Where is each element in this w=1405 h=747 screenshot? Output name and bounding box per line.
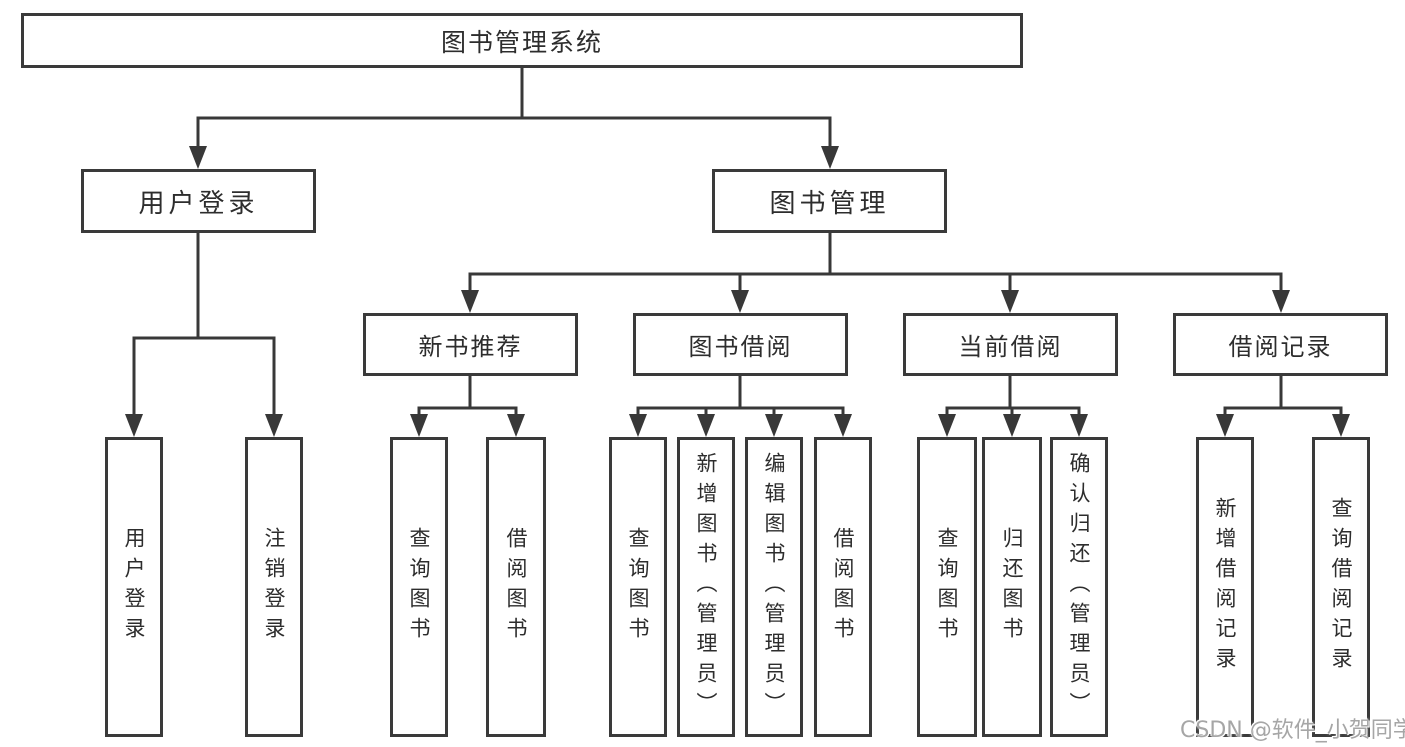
connector-root-to-level2 — [189, 68, 839, 169]
node-leaf-bb-edit-books-label: 编辑图书（管理员） — [762, 452, 786, 722]
node-leaf-nb-query-books-label: 查询图书 — [407, 527, 431, 647]
arrowhead-down-icon — [1001, 290, 1019, 313]
node-new-book-recommend-label: 新书推荐 — [418, 333, 523, 361]
node-leaf-br-query-record: 查询借阅记录 — [1312, 437, 1370, 737]
node-root: 图书管理系统 — [21, 13, 1023, 68]
node-borrow-records-label: 借阅记录 — [1228, 333, 1333, 361]
arrowhead-down-icon — [189, 146, 207, 169]
arrowhead-down-icon — [1003, 414, 1021, 437]
node-leaf-cb-confirm-return: 确认归还（管理员） — [1050, 437, 1108, 737]
node-leaf-cb-return-books: 归还图书 — [982, 437, 1042, 737]
watermark: CSDN @软件_小贺同学 — [1180, 718, 1405, 743]
node-leaf-cb-confirm-return-label: 确认归还（管理员） — [1067, 452, 1091, 722]
node-current-borrow: 当前借阅 — [903, 313, 1118, 376]
node-leaf-bb-query-books-label: 查询图书 — [626, 527, 650, 647]
arrowhead-down-icon — [410, 414, 428, 437]
arrowhead-down-icon — [461, 290, 479, 313]
connector-user-login-children — [125, 233, 283, 437]
arrowhead-down-icon — [1332, 414, 1350, 437]
connector-borrow-records-children — [1216, 376, 1350, 437]
node-leaf-bb-query-books: 查询图书 — [609, 437, 667, 737]
node-user-login-label: 用户登录 — [138, 188, 259, 219]
node-book-management-label: 图书管理 — [769, 188, 890, 219]
node-leaf-bb-add-books-label: 新增图书（管理员） — [694, 452, 718, 722]
node-leaf-cb-query-books-label: 查询图书 — [935, 527, 959, 647]
node-leaf-bb-borrow-books: 借阅图书 — [814, 437, 872, 737]
arrowhead-down-icon — [1070, 414, 1088, 437]
arrowhead-down-icon — [507, 414, 525, 437]
node-user-login: 用户登录 — [81, 169, 316, 233]
arrowhead-down-icon — [1272, 290, 1290, 313]
node-leaf-bb-add-books: 新增图书（管理员） — [677, 437, 735, 737]
node-leaf-nb-query-books: 查询图书 — [390, 437, 448, 737]
node-leaf-cb-query-books: 查询图书 — [917, 437, 977, 737]
node-new-book-recommend: 新书推荐 — [363, 313, 578, 376]
connector-book-borrow-children — [629, 376, 852, 437]
connector-new-book-children — [410, 376, 525, 437]
arrowhead-down-icon — [765, 414, 783, 437]
arrowhead-down-icon — [265, 414, 283, 437]
node-leaf-br-query-record-label: 查询借阅记录 — [1329, 497, 1353, 677]
node-book-borrow: 图书借阅 — [633, 313, 848, 376]
node-book-management: 图书管理 — [712, 169, 947, 233]
node-borrow-records: 借阅记录 — [1173, 313, 1388, 376]
node-current-borrow-label: 当前借阅 — [958, 333, 1063, 361]
node-leaf-user-login-label: 用户登录 — [122, 527, 146, 647]
arrowhead-down-icon — [629, 414, 647, 437]
arrowhead-down-icon — [938, 414, 956, 437]
node-leaf-nb-borrow-books-label: 借阅图书 — [504, 527, 528, 647]
arrowhead-down-icon — [1216, 414, 1234, 437]
node-leaf-user-login: 用户登录 — [105, 437, 163, 737]
node-leaf-nb-borrow-books: 借阅图书 — [486, 437, 546, 737]
node-leaf-br-add-record-label: 新增借阅记录 — [1213, 497, 1237, 677]
node-root-label: 图书管理系统 — [440, 27, 603, 57]
arrowhead-down-icon — [821, 146, 839, 169]
arrowhead-down-icon — [834, 414, 852, 437]
arrowhead-down-icon — [125, 414, 143, 437]
connector-current-borrow-children — [938, 376, 1088, 437]
node-leaf-logout: 注销登录 — [245, 437, 303, 737]
arrowhead-down-icon — [697, 414, 715, 437]
node-leaf-cb-return-books-label: 归还图书 — [1000, 527, 1024, 647]
node-leaf-br-add-record: 新增借阅记录 — [1196, 437, 1254, 737]
arrowhead-down-icon — [731, 290, 749, 313]
connector-book-mgmt-children — [461, 233, 1290, 313]
node-leaf-bb-edit-books: 编辑图书（管理员） — [745, 437, 803, 737]
node-leaf-bb-borrow-books-label: 借阅图书 — [831, 527, 855, 647]
node-book-borrow-label: 图书借阅 — [688, 333, 793, 361]
node-leaf-logout-label: 注销登录 — [262, 527, 286, 647]
